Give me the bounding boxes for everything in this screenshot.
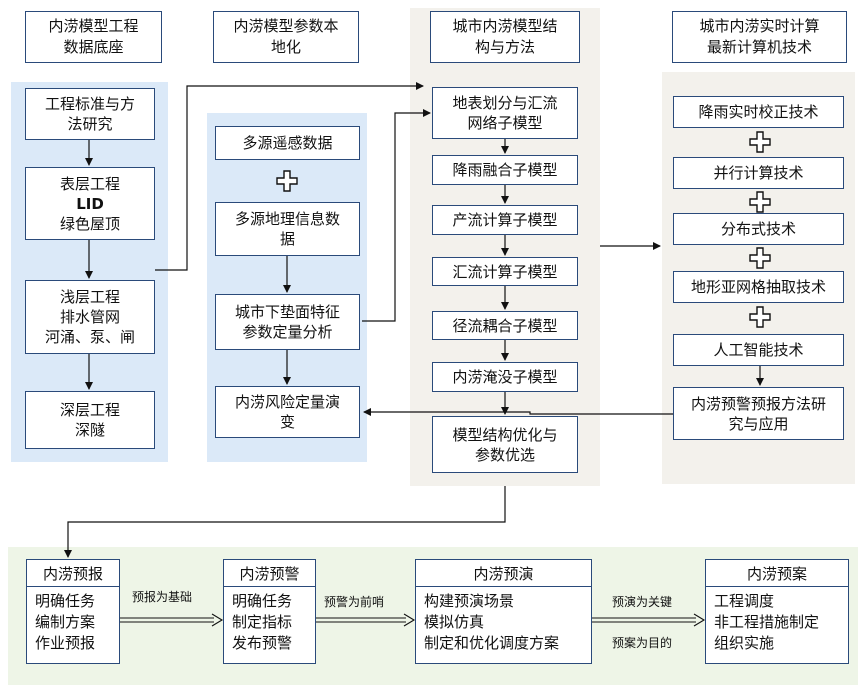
box-terrain-subgrid: 地形亚网格抽取技术 (673, 271, 844, 303)
box-geo-info: 多源地理信息数 据 (215, 202, 360, 256)
stage-rehearsal-body: 构建预演场景 模拟仿真 制定和优化调度方案 (424, 592, 560, 652)
box-remote-sensing: 多源遥感数据 (215, 126, 360, 160)
header-realtime-tech: 城市内涝实时计算 最新计算机技术 (672, 11, 847, 63)
stage-forecast: 内涝预报 明确任务 编制方案 作业预报 (26, 559, 120, 664)
label-warning-sentinel: 预警为前哨 (324, 595, 385, 609)
box-runoff-coupling-submodel: 径流耦合子模型 (432, 311, 578, 340)
stage-rehearsal-title: 内涝预演 (416, 560, 591, 587)
box-deep-engineering: 深层工程 深隧 (25, 391, 155, 449)
box-surface-division-submodel: 地表划分与汇流 网络子模型 (432, 87, 578, 139)
box-structure-optimization: 模型结构优化与 参数优选 (432, 416, 578, 473)
stage-plan-title: 内涝预案 (706, 560, 848, 587)
box-inundation-submodel: 内涝淹没子模型 (432, 362, 578, 392)
surface-title: 表层工程 (59, 174, 120, 193)
stage-warning-body: 明确任务 制定指标 发布预警 (232, 592, 293, 652)
stage-plan-body: 工程调度 非工程措施制定 组织实施 (714, 592, 820, 652)
plus-icon (749, 131, 771, 153)
box-shallow-engineering: 浅层工程 排水管网 河涌、泵、闸 (25, 280, 155, 354)
plus-icon (276, 170, 298, 192)
label-rehearsal-key: 预演为关键 (612, 595, 673, 609)
box-rainfall-correction: 降雨实时校正技术 (673, 96, 844, 128)
stage-forecast-body: 明确任务 编制方案 作业预报 (35, 592, 96, 652)
stage-warning-title: 内涝预警 (224, 560, 315, 587)
box-warning-method: 内涝预警预报方法研 究与应用 (673, 387, 844, 440)
stage-rehearsal: 内涝预演 构建预演场景 模拟仿真 制定和优化调度方案 (415, 559, 592, 664)
box-parallel-computing: 并行计算技术 (673, 157, 844, 189)
box-risk-evolution: 内涝风险定量演 变 (215, 386, 360, 438)
stage-forecast-title: 内涝预报 (27, 560, 119, 587)
box-ai-tech: 人工智能技术 (673, 334, 844, 366)
stage-warning: 内涝预警 明确任务 制定指标 发布预警 (223, 559, 316, 664)
surface-roof: 绿色屋顶 (59, 214, 120, 233)
plus-icon (749, 306, 771, 328)
stage-plan: 内涝预案 工程调度 非工程措施制定 组织实施 (705, 559, 849, 664)
box-standards: 工程标准与方 法研究 (25, 88, 155, 140)
header-model-structure: 城市内涝模型结 构与方法 (430, 11, 580, 63)
label-forecast-basis: 预报为基础 (132, 590, 193, 604)
box-surface-engineering: 表层工程 LID 绿色屋顶 (25, 167, 155, 240)
label-plan-goal: 预案为目的 (612, 636, 673, 650)
plus-icon (749, 247, 771, 269)
plus-icon (749, 191, 771, 213)
box-confluence-submodel: 汇流计算子模型 (432, 257, 578, 286)
header-parameter-localization: 内涝模型参数本 地化 (213, 11, 359, 63)
header-engineering-base: 内涝模型工程 数据底座 (25, 11, 162, 63)
box-underlying-surface: 城市下垫面特征 参数定量分析 (215, 294, 360, 350)
box-runoff-generation-submodel: 产流计算子模型 (432, 205, 578, 235)
box-rainfall-fusion-submodel: 降雨融合子模型 (432, 155, 578, 185)
box-distributed-tech: 分布式技术 (673, 213, 844, 245)
surface-lid: LID (76, 194, 104, 213)
